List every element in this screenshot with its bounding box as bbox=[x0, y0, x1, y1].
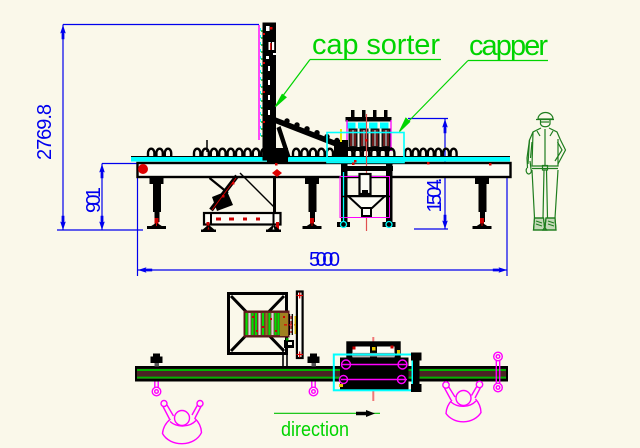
svg-text:901: 901 bbox=[83, 187, 105, 213]
svg-text:direction: direction bbox=[281, 419, 349, 441]
svg-text:1504.: 1504. bbox=[424, 178, 446, 213]
svg-text:capper: capper bbox=[469, 30, 548, 62]
svg-text:5000: 5000 bbox=[309, 249, 340, 271]
svg-text:2769.8: 2769.8 bbox=[34, 104, 56, 160]
svg-text:cap sorter: cap sorter bbox=[312, 29, 440, 61]
